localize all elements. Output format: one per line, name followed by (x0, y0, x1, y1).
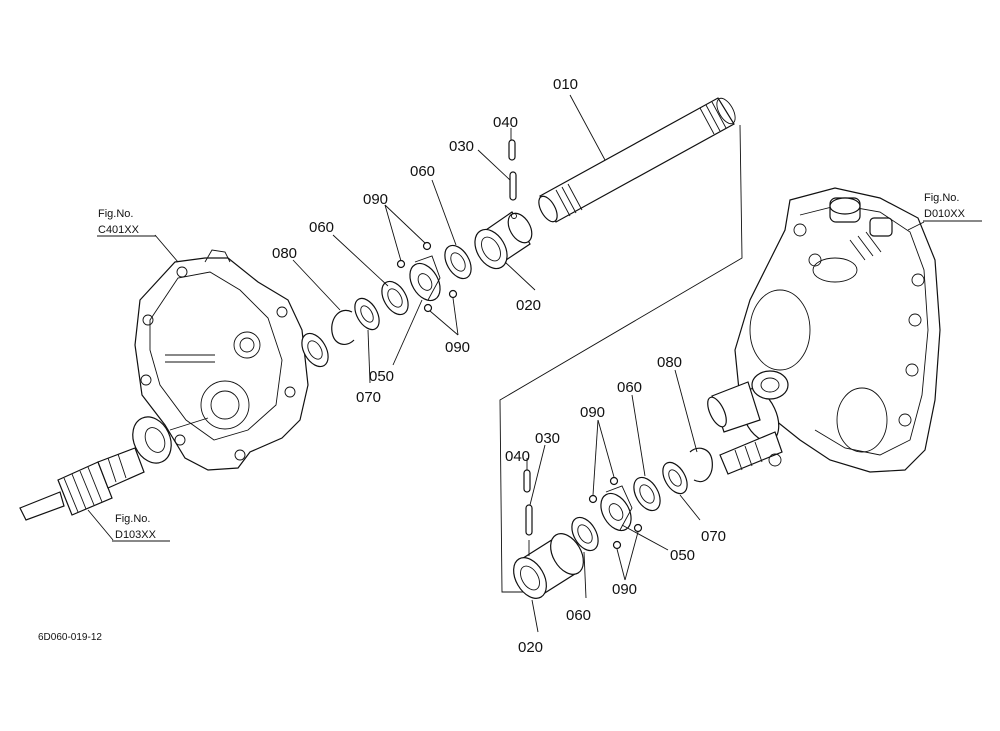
callout-030: 030 (535, 430, 560, 447)
callout-060: 060 (410, 163, 435, 180)
gear-housing (134, 249, 309, 471)
washer-070-lower (662, 461, 688, 495)
fig-ref-d103xx: Fig.No. D103XX (112, 513, 170, 542)
callout-040: 040 (493, 114, 518, 131)
pins-upper (508, 139, 517, 201)
callout-030: 030 (449, 138, 474, 155)
callout-090: 090 (612, 581, 637, 598)
transmission-case (734, 187, 941, 473)
callout-090: 090 (445, 339, 470, 356)
callout-060: 060 (617, 379, 642, 396)
callout-040: 040 (505, 448, 530, 465)
drawing-code: 6D060-019-12 (38, 632, 102, 643)
callout-020: 020 (518, 639, 543, 656)
callout-080: 080 (657, 354, 682, 371)
housing-bearing (301, 332, 329, 368)
fig-ref-title: Fig.No. (98, 208, 133, 220)
fig-ref-c401xx: Fig.No. C401XX (97, 208, 156, 237)
washer-060-upper-b (381, 280, 409, 316)
leader-lines (87, 94, 925, 633)
sleeve-020-upper (474, 211, 533, 270)
callout-060: 060 (566, 607, 591, 624)
callout-010: 010 (553, 76, 578, 93)
collar-050-upper (396, 241, 458, 313)
callout-070: 070 (701, 528, 726, 545)
callout-090: 090 (363, 191, 388, 208)
snap-ring-080-lower (689, 447, 713, 483)
snap-ring-080-upper (331, 309, 355, 346)
fig-ref-code: D103XX (115, 529, 157, 541)
callouts-lower: 090 060 080 040 030 050 070 090 060 020 (505, 354, 726, 656)
fig-ref-code: C401XX (98, 224, 140, 236)
washer-060-lower-b (633, 476, 661, 512)
washer-060-lower-a (571, 516, 599, 552)
pinion-bearing (132, 416, 209, 464)
callout-080: 080 (272, 245, 297, 262)
callout-090: 090 (580, 404, 605, 421)
case-output-shaft (707, 370, 789, 475)
sleeve-020-lower (513, 533, 584, 599)
collar-050-lower (588, 476, 643, 550)
pins-lower (523, 469, 533, 556)
washer-060-upper-a (444, 244, 472, 280)
pinion-gear-shaft (19, 447, 145, 521)
fig-ref-d010xx: Fig.No. D010XX (923, 192, 982, 222)
fig-ref-title: Fig.No. (924, 192, 959, 204)
callout-060: 060 (309, 219, 334, 236)
assembly-frame (499, 124, 743, 593)
fig-ref-title: Fig.No. (115, 513, 150, 525)
fig-ref-code: D010XX (924, 208, 966, 220)
callout-020: 020 (516, 297, 541, 314)
shaft-010 (538, 97, 736, 223)
callouts-upper: 010 040 030 060 090 060 080 020 090 050 … (272, 76, 578, 406)
callout-070: 070 (356, 389, 381, 406)
callout-050: 050 (369, 368, 394, 385)
washer-070-upper (354, 297, 380, 331)
callout-050: 050 (670, 547, 695, 564)
